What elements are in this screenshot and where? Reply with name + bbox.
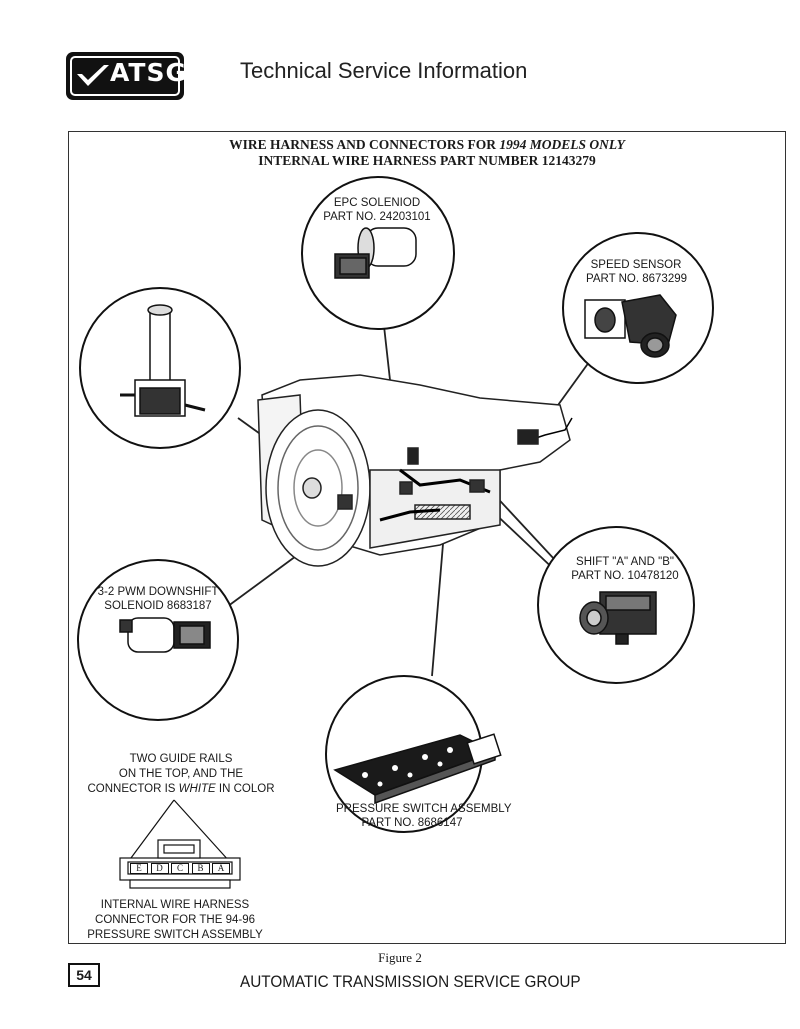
connector-pin: C (171, 863, 189, 874)
connector-note-line1: TWO GUIDE RAILS (129, 753, 233, 765)
connector-note-line3: CONNECTOR IS WHITE IN COLOR (87, 783, 275, 795)
connector-pin-row: E D C B A (130, 863, 230, 874)
title-line1: WIRE HARNESS AND CONNECTORS FOR (229, 137, 500, 152)
leader-pressure (431, 519, 446, 677)
speed-sensor-part: PART NO. 8673299 (586, 273, 688, 285)
connector-pin: D (150, 863, 169, 874)
epc-solenoid-illustration (334, 227, 417, 279)
connector-caption-line3: PRESSURE SWITCH ASSEMBLY (87, 929, 263, 941)
left-solenoid-illustration (120, 304, 206, 417)
speed-sensor-illustration (584, 294, 677, 358)
pressure-switch-illustration (333, 733, 502, 805)
page-number: 54 (68, 963, 100, 987)
connector-note-line2: ON THE TOP, AND THE (118, 768, 244, 780)
connector-caption-line1: INTERNAL WIRE HARNESS (100, 899, 250, 911)
downshift-solenoid-name: 3-2 PWM DOWNSHIFT (97, 586, 219, 598)
footer-text: AUTOMATIC TRANSMISSION SERVICE GROUP (240, 972, 581, 991)
epc-solenoid-label: EPC SOLENIOD PART NO. 24203101 (318, 196, 436, 224)
connector-pin: A (212, 863, 230, 874)
pressure-switch-part: PART NO. 8686147 (361, 817, 463, 829)
shift-solenoids-illustration (579, 591, 657, 645)
transmission-body (257, 374, 573, 567)
downshift-solenoid-label: 3-2 PWM DOWNSHIFT SOLENOID 8683187 (96, 585, 220, 613)
pressure-switch-name: PRESSURE SWITCH ASSEMBLY (336, 803, 512, 815)
downshift-solenoid-part: SOLENOID 8683187 (104, 600, 212, 612)
shift-solenoids-label: SHIFT "A" AND "B" PART NO. 10478120 (566, 555, 684, 583)
pressure-switch-label: PRESSURE SWITCH ASSEMBLY PART NO. 868614… (336, 802, 512, 830)
downshift-solenoid-illustration (119, 617, 211, 653)
epc-solenoid-part: PART NO. 24203101 (323, 211, 431, 223)
logo-text: ATSG (110, 58, 187, 87)
leader-shift-a (489, 489, 556, 561)
diagram-frame (68, 131, 786, 944)
connector-caption-line2: CONNECTOR FOR THE 94-96 (95, 914, 255, 926)
checkmark-icon (77, 65, 109, 86)
connector-pin: B (191, 863, 210, 874)
figure-caption: Figure 2 (378, 950, 422, 965)
connector-pin: E (130, 863, 148, 874)
connector-caption: INTERNAL WIRE HARNESS CONNECTOR FOR THE … (80, 898, 270, 943)
connector-note: TWO GUIDE RAILS ON THE TOP, AND THE CONN… (76, 752, 286, 797)
speed-sensor-label: SPEED SENSOR PART NO. 8673299 (586, 258, 688, 286)
white-emphasis: WHITE (178, 783, 216, 795)
diagram-title: WIRE HARNESS AND CONNECTORS FOR 1994 MOD… (68, 137, 786, 169)
connector-schematic (119, 799, 241, 889)
atsg-logo: ATSG (66, 52, 187, 100)
epc-solenoid-name: EPC SOLENIOD (333, 197, 421, 209)
title-line2: INTERNAL WIRE HARNESS PART NUMBER 121432… (258, 153, 596, 168)
shift-solenoids-name: SHIFT "A" AND "B" (576, 556, 674, 568)
page-title: Technical Service Information (240, 58, 528, 83)
speed-sensor-name: SPEED SENSOR (590, 259, 682, 271)
title-line1-italic: 1994 MODELS ONLY (499, 137, 625, 152)
shift-solenoids-part: PART NO. 10478120 (571, 570, 679, 582)
